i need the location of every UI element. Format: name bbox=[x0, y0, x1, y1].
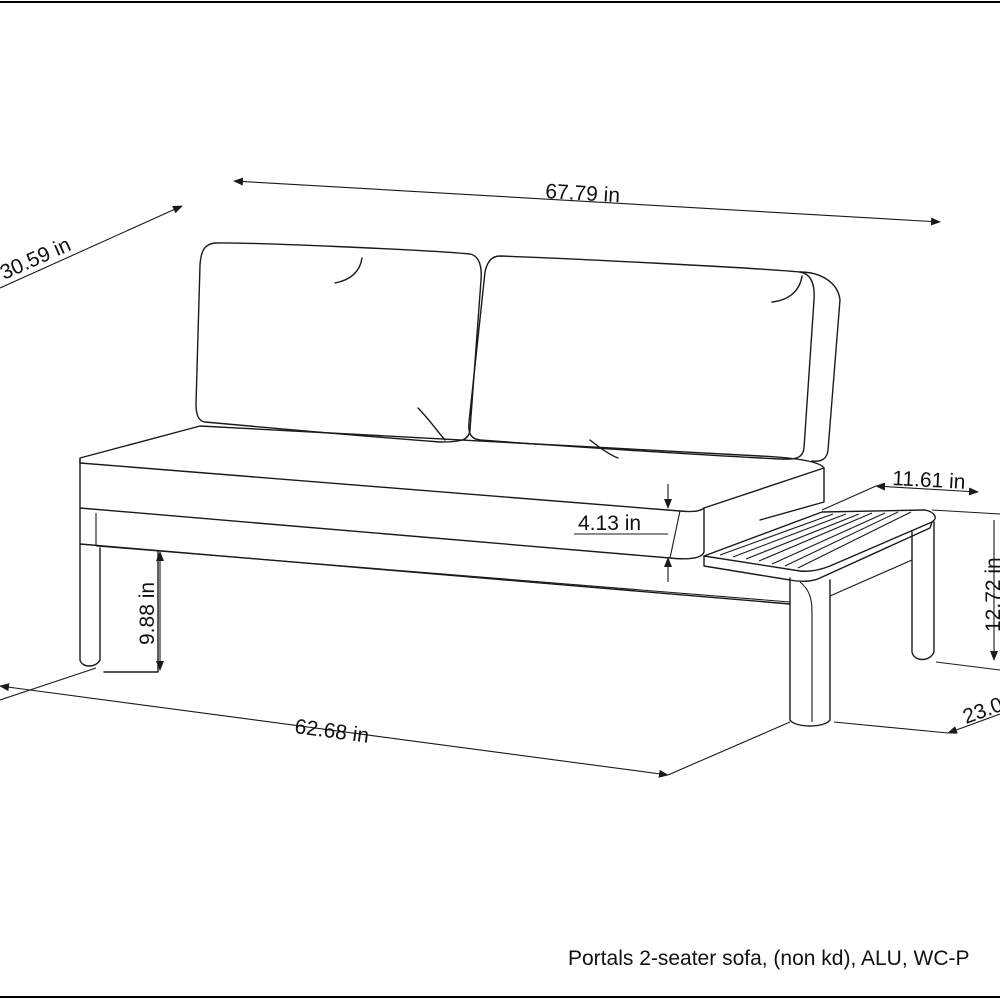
dim-side-table-width-ext-left bbox=[821, 485, 877, 511]
seat-cushion-front bbox=[79, 459, 705, 560]
dim-seat-width-line bbox=[0, 683, 669, 778]
dim-seat-width-ext-left bbox=[0, 667, 97, 701]
label-leg-clearance: 9.88 in bbox=[136, 582, 159, 645]
dimension-lines bbox=[0, 177, 1000, 778]
sofa-outline bbox=[79, 242, 936, 727]
right-cushion-crease bbox=[771, 275, 803, 303]
frame-front-rail bbox=[79, 507, 791, 605]
label-side-table-depth: 23.0 bbox=[960, 693, 1000, 729]
side-table-front-leg-curve bbox=[799, 581, 813, 722]
side-table-front-leg bbox=[789, 577, 831, 727]
label-side-table-height: 12.72 in bbox=[982, 557, 1000, 632]
right-cushion-side bbox=[799, 271, 841, 462]
left-cushion-crease-lower bbox=[417, 407, 446, 441]
right-cushion-crease-lower bbox=[589, 439, 619, 459]
left-cushion-crease bbox=[334, 257, 363, 284]
label-seat-thickness: 4.13 in bbox=[578, 512, 641, 535]
dim-side-table-width-line bbox=[875, 482, 979, 496]
dim-side-table-depth-ext bbox=[833, 721, 949, 734]
frame-rail-lower-line bbox=[95, 545, 791, 603]
label-seat-width: 62.68 in bbox=[293, 715, 370, 748]
drawing-caption: Portals 2-seater sofa, (non kd), ALU, WC… bbox=[568, 947, 969, 970]
label-overall-width: 67.79 in bbox=[545, 180, 621, 207]
dim-side-table-height-ext bbox=[935, 661, 1000, 671]
dim-side-table-width-ext-right bbox=[931, 509, 1000, 515]
side-table-brace bbox=[829, 559, 913, 597]
left-front-leg bbox=[79, 543, 101, 667]
seat-cushion-front-edge bbox=[669, 510, 681, 559]
left-back-cushion bbox=[195, 242, 482, 443]
label-overall-depth: 30.59 in bbox=[0, 233, 74, 284]
seat-cushion-top bbox=[79, 425, 825, 513]
dim-overall-depth-line bbox=[0, 205, 183, 289]
seat-cushion-right-end bbox=[759, 467, 825, 521]
right-back-cushion bbox=[468, 255, 815, 460]
dim-overall-width-line bbox=[233, 177, 941, 226]
side-table-back-leg bbox=[911, 521, 935, 661]
dim-side-table-depth-line bbox=[947, 713, 1000, 734]
dim-seat-width-ext-right bbox=[667, 721, 791, 776]
label-side-table-width: 11.61 in bbox=[892, 467, 966, 494]
side-table-slats bbox=[719, 511, 912, 569]
